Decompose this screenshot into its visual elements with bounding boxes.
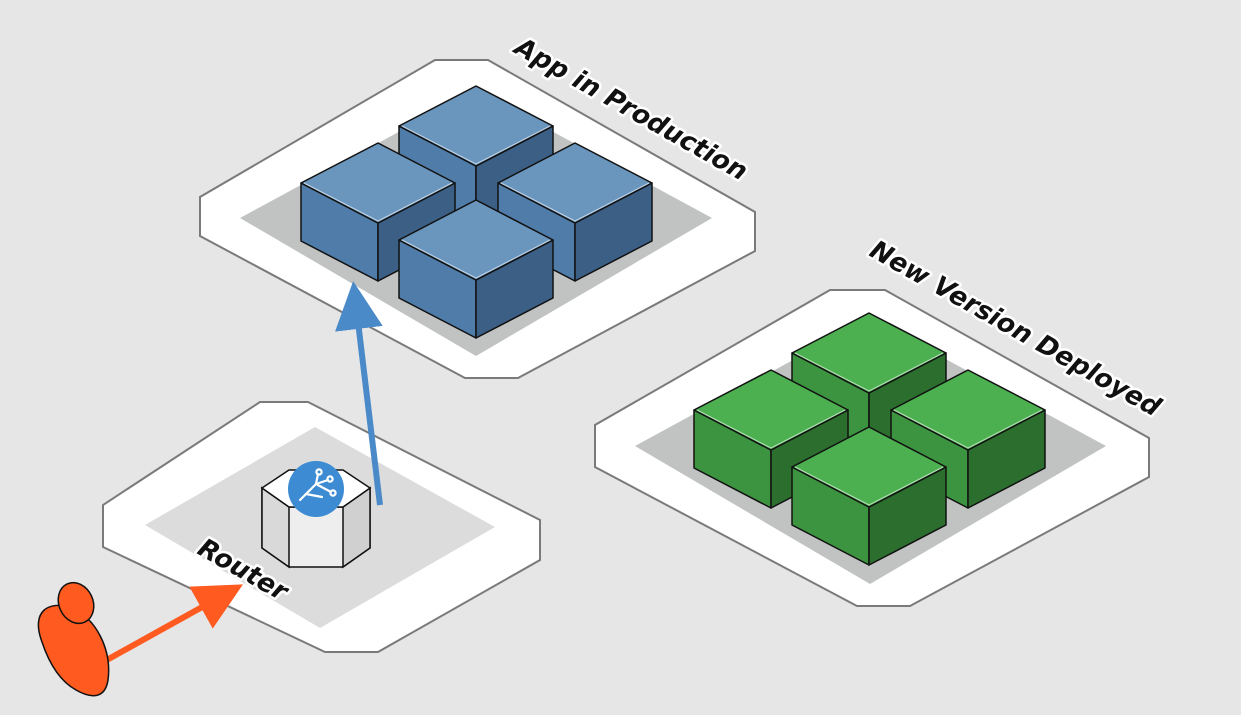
user-arrow (103, 584, 243, 664)
production-cubes (300, 85, 653, 339)
traffic-arrow (335, 281, 383, 506)
new-version-cubes (693, 312, 1046, 566)
production-cube (398, 199, 554, 339)
router-node[interactable] (260, 461, 372, 569)
router-icon (288, 461, 344, 517)
new-version-cube (791, 426, 947, 566)
user-icon[interactable] (37, 577, 110, 697)
